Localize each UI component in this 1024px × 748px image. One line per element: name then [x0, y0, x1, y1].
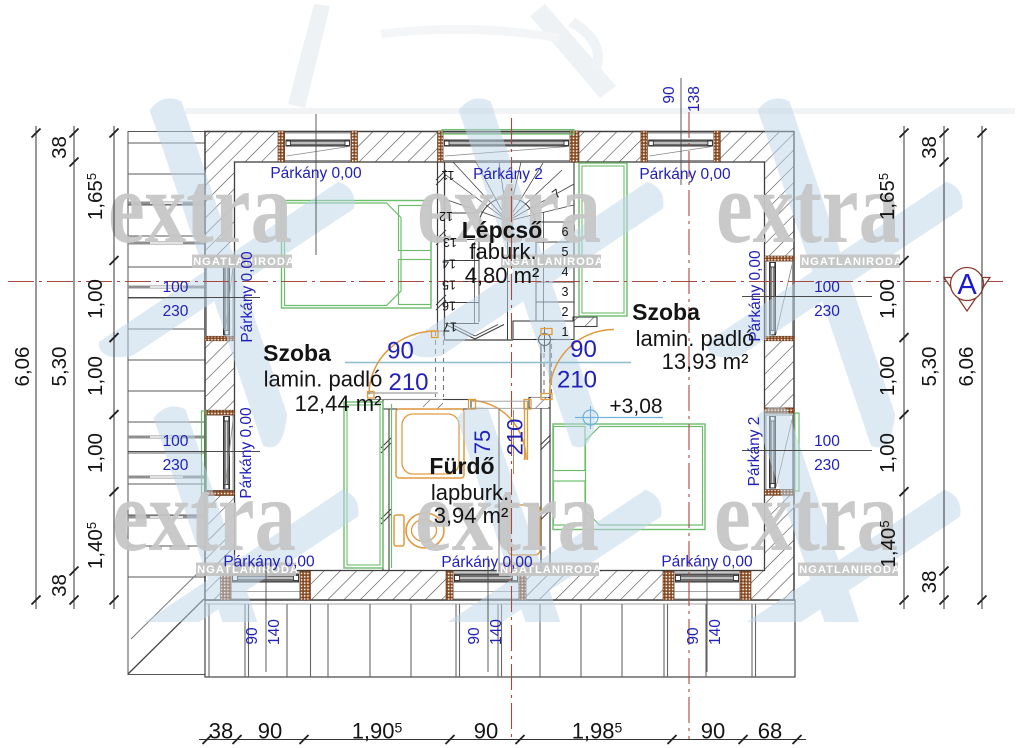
svg-text:1,00: 1,00	[84, 433, 107, 473]
svg-text:1,00: 1,00	[876, 433, 899, 473]
svg-text:90: 90	[387, 338, 414, 365]
svg-text:INGATLANIRODA: INGATLANIRODA	[795, 564, 901, 576]
svg-text:Párkány 0,00: Párkány 0,00	[223, 554, 315, 571]
svg-text:6,06: 6,06	[955, 347, 978, 387]
svg-text:90: 90	[701, 719, 725, 744]
svg-text:12,44 m²: 12,44 m²	[295, 391, 382, 416]
svg-text:extra: extra	[714, 459, 898, 573]
svg-text:12: 12	[439, 209, 453, 223]
svg-text:90: 90	[474, 719, 498, 744]
svg-text:100: 100	[163, 433, 189, 450]
svg-text:1,655: 1,655	[876, 173, 899, 220]
svg-text:6: 6	[562, 225, 569, 239]
svg-text:38: 38	[48, 136, 71, 159]
svg-text:Párkány 0,00: Párkány 0,00	[239, 251, 256, 343]
svg-text:1,655: 1,655	[84, 173, 107, 220]
svg-text:1,00: 1,00	[876, 279, 899, 319]
svg-text:extra: extra	[112, 459, 296, 573]
svg-text:210: 210	[557, 367, 597, 394]
svg-text:90: 90	[244, 627, 261, 645]
svg-text:+3,08: +3,08	[609, 395, 662, 418]
svg-text:1,985: 1,985	[572, 719, 623, 744]
svg-text:Párkány 0,00: Párkány 0,00	[639, 166, 731, 183]
svg-text:Párkány 2: Párkány 2	[746, 417, 763, 487]
svg-text:90: 90	[258, 719, 282, 744]
svg-text:Szoba: Szoba	[263, 340, 331, 366]
svg-text:INGATLANIRODA: INGATLANIRODA	[797, 256, 903, 268]
svg-text:extra: extra	[415, 459, 599, 573]
svg-text:210: 210	[388, 369, 428, 396]
svg-text:4,80 m²: 4,80 m²	[465, 263, 540, 288]
svg-text:16: 16	[442, 299, 456, 313]
svg-text:Párkány 0,00: Párkány 0,00	[441, 554, 533, 571]
svg-text:140: 140	[707, 619, 724, 645]
svg-text:INGATLANIRODA: INGATLANIRODA	[193, 564, 299, 576]
svg-text:38: 38	[918, 136, 941, 159]
svg-text:1,00: 1,00	[84, 279, 107, 319]
svg-text:1,905: 1,905	[352, 719, 403, 744]
svg-text:INGATLANIRODA: INGATLANIRODA	[496, 564, 602, 576]
svg-text:extra: extra	[108, 151, 292, 265]
svg-text:14: 14	[442, 257, 456, 271]
svg-text:2: 2	[562, 305, 569, 319]
svg-text:90: 90	[685, 627, 702, 645]
svg-text:100: 100	[814, 433, 840, 450]
svg-text:Párkány 0,00: Párkány 0,00	[661, 554, 753, 571]
svg-text:lapburk.: lapburk.	[431, 480, 509, 505]
svg-text:230: 230	[163, 303, 189, 320]
svg-text:extra: extra	[417, 151, 601, 265]
svg-text:138: 138	[686, 86, 703, 112]
svg-text:100: 100	[814, 279, 840, 296]
svg-text:Fürdő: Fürdő	[429, 453, 494, 479]
svg-text:210: 210	[503, 419, 528, 456]
svg-text:INGATLANIRODA: INGATLANIRODA	[189, 256, 295, 268]
svg-text:230: 230	[814, 457, 840, 474]
svg-text:38: 38	[48, 574, 71, 597]
svg-text:faburk.: faburk.	[469, 239, 536, 264]
svg-text:230: 230	[163, 457, 189, 474]
svg-text:68: 68	[758, 719, 782, 744]
svg-text:100: 100	[163, 279, 189, 296]
svg-text:13: 13	[443, 235, 457, 249]
svg-text:1,405: 1,405	[84, 522, 107, 569]
svg-text:Párkány 0,00: Párkány 0,00	[270, 165, 362, 182]
svg-text:90: 90	[570, 336, 597, 363]
svg-text:INGATLANIRODA: INGATLANIRODA	[498, 256, 604, 268]
svg-text:1: 1	[562, 325, 569, 339]
svg-text:5,30: 5,30	[918, 347, 941, 387]
svg-text:lamin. padló: lamin. padló	[264, 367, 383, 392]
svg-text:38: 38	[918, 571, 941, 594]
svg-text:15: 15	[442, 278, 456, 292]
svg-text:5: 5	[562, 245, 569, 259]
svg-text:Szoba: Szoba	[632, 299, 700, 325]
svg-text:11: 11	[441, 168, 454, 182]
svg-text:Lépcső: Lépcső	[462, 217, 543, 243]
svg-text:90: 90	[466, 627, 483, 645]
svg-text:5,30: 5,30	[48, 347, 71, 387]
svg-text:17: 17	[443, 320, 457, 334]
svg-text:Párkány 0,00: Párkány 0,00	[238, 407, 255, 499]
svg-text:1,00: 1,00	[84, 356, 107, 396]
svg-text:3: 3	[562, 285, 569, 299]
svg-text:4: 4	[562, 265, 569, 279]
svg-text:A: A	[957, 269, 977, 301]
svg-text:13,93 m²: 13,93 m²	[662, 349, 749, 374]
svg-text:Párkány 0,00: Párkány 0,00	[747, 250, 764, 342]
svg-text:3,94 m²: 3,94 m²	[434, 503, 509, 528]
svg-text:Párkány 2: Párkány 2	[473, 166, 543, 183]
svg-text:1,405: 1,405	[877, 520, 900, 567]
svg-text:90: 90	[661, 86, 678, 104]
svg-text:230: 230	[814, 303, 840, 320]
svg-text:extra: extra	[716, 151, 900, 265]
svg-text:lamin. padló: lamin. padló	[636, 326, 755, 351]
svg-text:75: 75	[470, 430, 495, 454]
svg-text:38: 38	[209, 719, 233, 744]
svg-text:1,00: 1,00	[876, 356, 899, 396]
svg-text:140: 140	[266, 619, 283, 645]
svg-text:140: 140	[488, 619, 505, 645]
svg-text:6,06: 6,06	[11, 347, 34, 387]
